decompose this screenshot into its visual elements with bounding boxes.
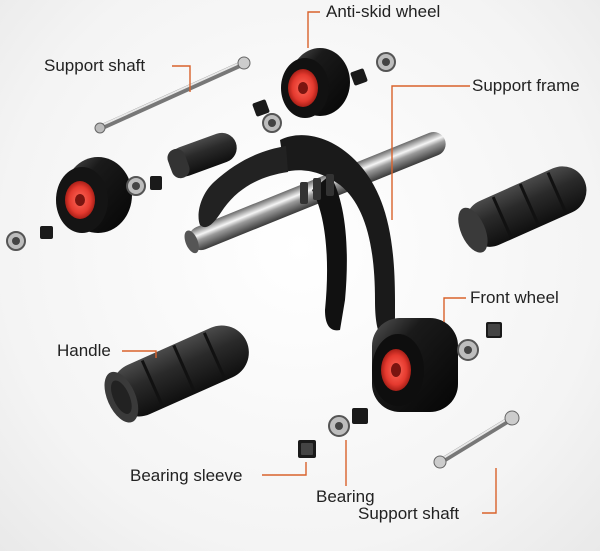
support-shaft-bottom-part [433,410,520,469]
leader-bearing-sleeve [262,462,307,476]
left-handle-part [104,325,249,423]
leader-lines [122,11,497,514]
right-handle-part [458,166,587,253]
front-wheel-part [372,318,458,412]
leader-front-wheel [443,297,466,322]
anti-skid-wheel-part [281,48,350,118]
label-handle: Handle [57,341,111,360]
label-support-frame: Support frame [472,76,580,95]
label-anti-skid-wheel: Anti-skid wheel [326,2,441,21]
leader-support-frame [391,85,470,220]
connector-tube-part [167,132,237,179]
front-small-parts [457,322,502,361]
label-front-wheel: Front wheel [470,288,559,307]
bottom-bearings [298,408,368,458]
label-support-shaft-bottom: Support shaft [358,504,460,523]
leader-support-shaft-top [172,65,191,92]
left-wheel-part [56,157,132,233]
label-bearing-sleeve: Bearing sleeve [130,466,243,485]
leader-handle [122,350,157,358]
support-frame-part [184,132,446,345]
leader-anti-skid [307,11,320,48]
label-bearing: Bearing [316,487,375,506]
top-bearings [252,52,396,133]
support-shaft-top-part [94,56,251,134]
left-small-parts [6,176,162,251]
leader-support-shaft-bottom [482,468,497,514]
label-support-shaft-top: Support shaft [44,56,146,75]
